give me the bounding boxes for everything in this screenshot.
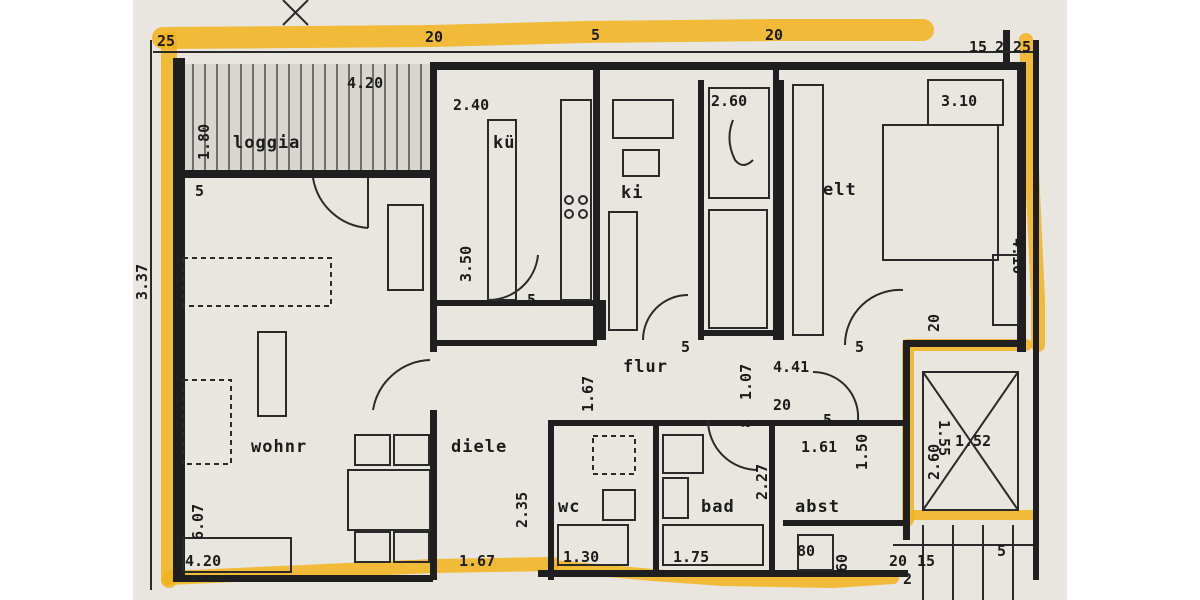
dim-wc-width: 1.30 bbox=[563, 548, 599, 566]
furniture bbox=[182, 79, 1033, 600]
dim-parents-width: 3.10 bbox=[941, 92, 977, 110]
room-child-label: ki bbox=[621, 183, 643, 203]
room-bath-label: bad bbox=[701, 497, 735, 517]
dim-bottom-60: 60 bbox=[833, 554, 851, 572]
dim-flur-8: 8 bbox=[737, 419, 755, 428]
dim-top-2: 2 bbox=[995, 38, 1004, 56]
dim-diele-width: 1.67 bbox=[459, 552, 495, 570]
dimension-labels: 25 20 5 20 15 2 25 4.20 1.80 5 3.37 2.40… bbox=[133, 26, 1031, 588]
dim-bath-width: 1.75 bbox=[673, 548, 709, 566]
dim-top-20-right: 20 bbox=[765, 26, 783, 44]
dim-left-side: 3.37 bbox=[133, 264, 151, 300]
room-wc-label: wc bbox=[558, 497, 580, 517]
dim-bottom-15: 15 bbox=[917, 552, 935, 570]
room-loggia-label: loggia bbox=[233, 133, 300, 153]
room-living-label: wohnr bbox=[251, 437, 307, 457]
room-parents-label: elt bbox=[823, 180, 857, 200]
dim-stair-152: 1.52 bbox=[955, 432, 991, 450]
interior-walls bbox=[433, 70, 908, 580]
dim-top-5: 5 bbox=[591, 26, 600, 44]
dim-living-depth: 6.07 bbox=[189, 504, 207, 540]
dim-stair-260: 2.60 bbox=[925, 444, 943, 480]
dim-flur-441: 4.41 bbox=[773, 358, 809, 376]
dim-bottom-2: 2 bbox=[903, 570, 912, 588]
dim-parents-20: 20 bbox=[925, 314, 943, 332]
dim-kitchen-5: 5 bbox=[527, 291, 536, 309]
dim-parents-depth: 4.10 bbox=[1009, 238, 1027, 274]
floor-plan-scan: loggia kü ki elt wohnr diele flur wc bad… bbox=[133, 0, 1067, 600]
dim-bottom-80: 80 bbox=[797, 542, 815, 560]
exterior-walls bbox=[173, 30, 1039, 582]
floor-plan-drawing: loggia kü ki elt wohnr diele flur wc bad… bbox=[133, 0, 1045, 600]
door-swings bbox=[312, 177, 904, 471]
dim-top-25-right: 25 bbox=[1013, 38, 1031, 56]
dim-loggia-width: 4.20 bbox=[347, 74, 383, 92]
dim-parents-5: 5 bbox=[855, 338, 864, 356]
room-storage-label: abst bbox=[795, 497, 840, 517]
dim-top-25: 25 bbox=[157, 32, 175, 50]
dim-abst-depth: 1.50 bbox=[853, 434, 871, 470]
dim-flur-20: 20 bbox=[773, 396, 791, 414]
room-hall-label: diele bbox=[451, 437, 507, 457]
room-corridor-label: flur bbox=[623, 357, 668, 377]
dim-wc-depth: 2.35 bbox=[513, 492, 531, 528]
dim-kitchen-width: 2.40 bbox=[453, 96, 489, 114]
dim-bottom-5: 5 bbox=[997, 542, 1006, 560]
dim-living-width: 4.20 bbox=[185, 552, 221, 570]
dim-flur-167: 1.67 bbox=[579, 376, 597, 412]
dim-top-20-left: 20 bbox=[425, 28, 443, 46]
dim-abst-5: 5 bbox=[823, 411, 832, 429]
dim-top-15: 15 bbox=[969, 38, 987, 56]
dimension-lines bbox=[150, 0, 1033, 590]
dim-left-5: 5 bbox=[195, 182, 204, 200]
dim-stair-155: 1.55 bbox=[935, 420, 953, 456]
dim-flur-107: 1.07 bbox=[737, 364, 755, 400]
dim-kitchen-depth: 3.50 bbox=[457, 246, 475, 282]
dim-child-width: 2.60 bbox=[711, 92, 747, 110]
dim-child-5: 5 bbox=[681, 338, 690, 356]
loggia-hatching bbox=[185, 64, 430, 170]
room-labels: loggia kü ki elt wohnr diele flur wc bad… bbox=[233, 133, 857, 517]
dim-abst-width: 1.61 bbox=[801, 438, 837, 456]
dim-loggia-depth: 1.80 bbox=[195, 124, 213, 160]
dim-bath-depth: 2.27 bbox=[753, 464, 771, 500]
dim-bottom-20: 20 bbox=[889, 552, 907, 570]
room-kitchen-label: kü bbox=[493, 133, 515, 153]
